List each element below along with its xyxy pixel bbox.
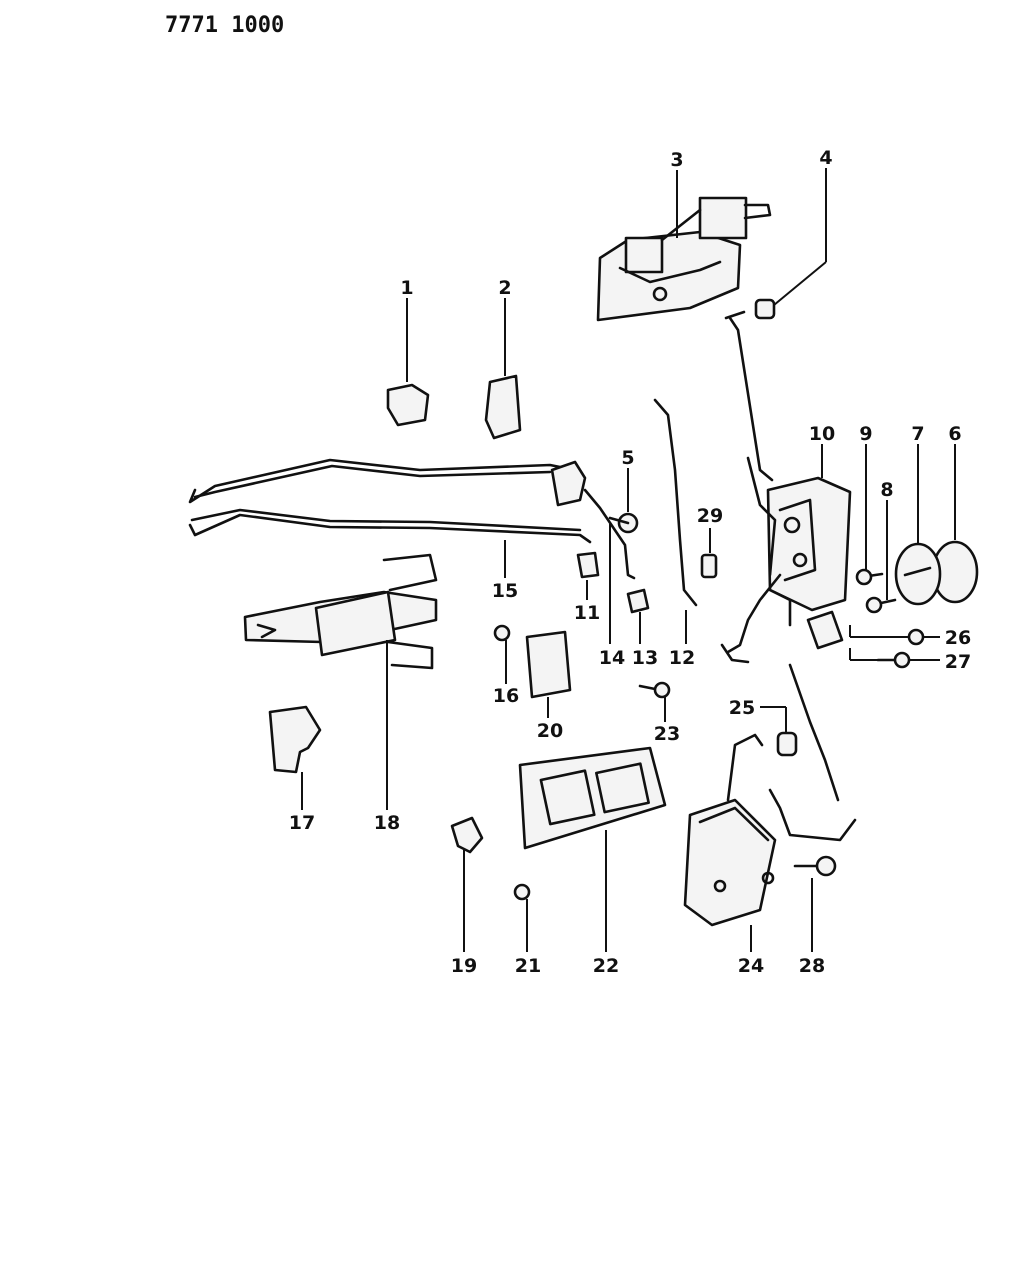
upper-rod-edge — [193, 464, 552, 499]
actuator-rod — [788, 663, 840, 802]
callout-17: 17 — [289, 812, 315, 834]
part-2-block — [484, 374, 522, 440]
callout-15: 15 — [492, 580, 518, 602]
rod-bracket — [550, 460, 587, 507]
part-17-clip — [268, 705, 322, 774]
part-24-actuator — [683, 733, 857, 927]
part-26-bolt — [907, 628, 925, 646]
callout-28: 28 — [799, 955, 825, 977]
part-13-clip — [626, 588, 650, 614]
callout-22: 22 — [593, 955, 619, 977]
callout-7: 7 — [911, 423, 924, 445]
callout-29: 29 — [697, 505, 723, 527]
callout-9: 9 — [859, 423, 872, 445]
callout-4: 4 — [819, 147, 832, 169]
part-11-clip — [576, 551, 600, 579]
lock-link-rod — [728, 316, 774, 482]
part-23-screw-head — [653, 681, 671, 699]
callout-13: 13 — [632, 647, 658, 669]
part-12-rod — [653, 398, 698, 607]
part-22-escutcheon — [518, 746, 667, 850]
part-8-screw-head — [865, 596, 883, 614]
callout-10: 10 — [809, 423, 835, 445]
part-5-bolt — [608, 512, 639, 534]
rod-end — [724, 310, 746, 320]
callout-11: 11 — [574, 602, 600, 624]
callout-20: 20 — [537, 720, 563, 742]
callout-25: 25 — [729, 697, 755, 719]
part-16-ring — [493, 624, 511, 642]
callout-5: 5 — [621, 447, 634, 469]
part-4-nut — [754, 298, 776, 320]
callout-18: 18 — [374, 812, 400, 834]
callout-16: 16 — [493, 685, 519, 707]
callout-1: 1 — [400, 277, 413, 299]
callout-8: 8 — [880, 479, 893, 501]
callout-6: 6 — [948, 423, 961, 445]
upper-rod — [188, 458, 577, 504]
callout-3: 3 — [670, 149, 683, 171]
part-29-clip — [700, 553, 718, 579]
part-28-bolt — [793, 855, 837, 877]
callout-14: 14 — [599, 647, 625, 669]
part-27-screw-head — [893, 651, 911, 669]
part-25-nut — [776, 731, 798, 757]
part-14-rod — [583, 488, 636, 580]
gasket-slot — [903, 566, 932, 577]
leader-lines — [301, 168, 956, 952]
part-19-clip — [450, 816, 484, 854]
callout-21: 21 — [515, 955, 541, 977]
callout-24: 24 — [738, 955, 764, 977]
callout-26: 26 — [945, 627, 971, 649]
part-20-cover — [525, 630, 572, 699]
part-15-rod — [188, 513, 592, 544]
diagram-code: 7771 1000 — [165, 13, 284, 38]
callout-19: 19 — [451, 955, 477, 977]
part-10-door-lock — [720, 456, 852, 664]
part-18-remote-handle — [243, 553, 438, 670]
callout-27: 27 — [945, 651, 971, 673]
callout-12: 12 — [669, 647, 695, 669]
part-21-screw — [513, 883, 531, 901]
callout-2: 2 — [498, 277, 511, 299]
callout-23: 23 — [654, 723, 680, 745]
part-7-gasket — [894, 542, 942, 606]
part-9-screw-head — [855, 568, 873, 586]
part-3-inside-handle — [596, 196, 772, 322]
lock-bracket — [806, 610, 844, 650]
part-1-clip — [386, 383, 430, 427]
part-15-rod-edge — [190, 508, 582, 532]
callout-labels: 1 2 3 4 5 6 7 8 9 10 11 12 13 14 15 16 1… — [289, 147, 971, 977]
